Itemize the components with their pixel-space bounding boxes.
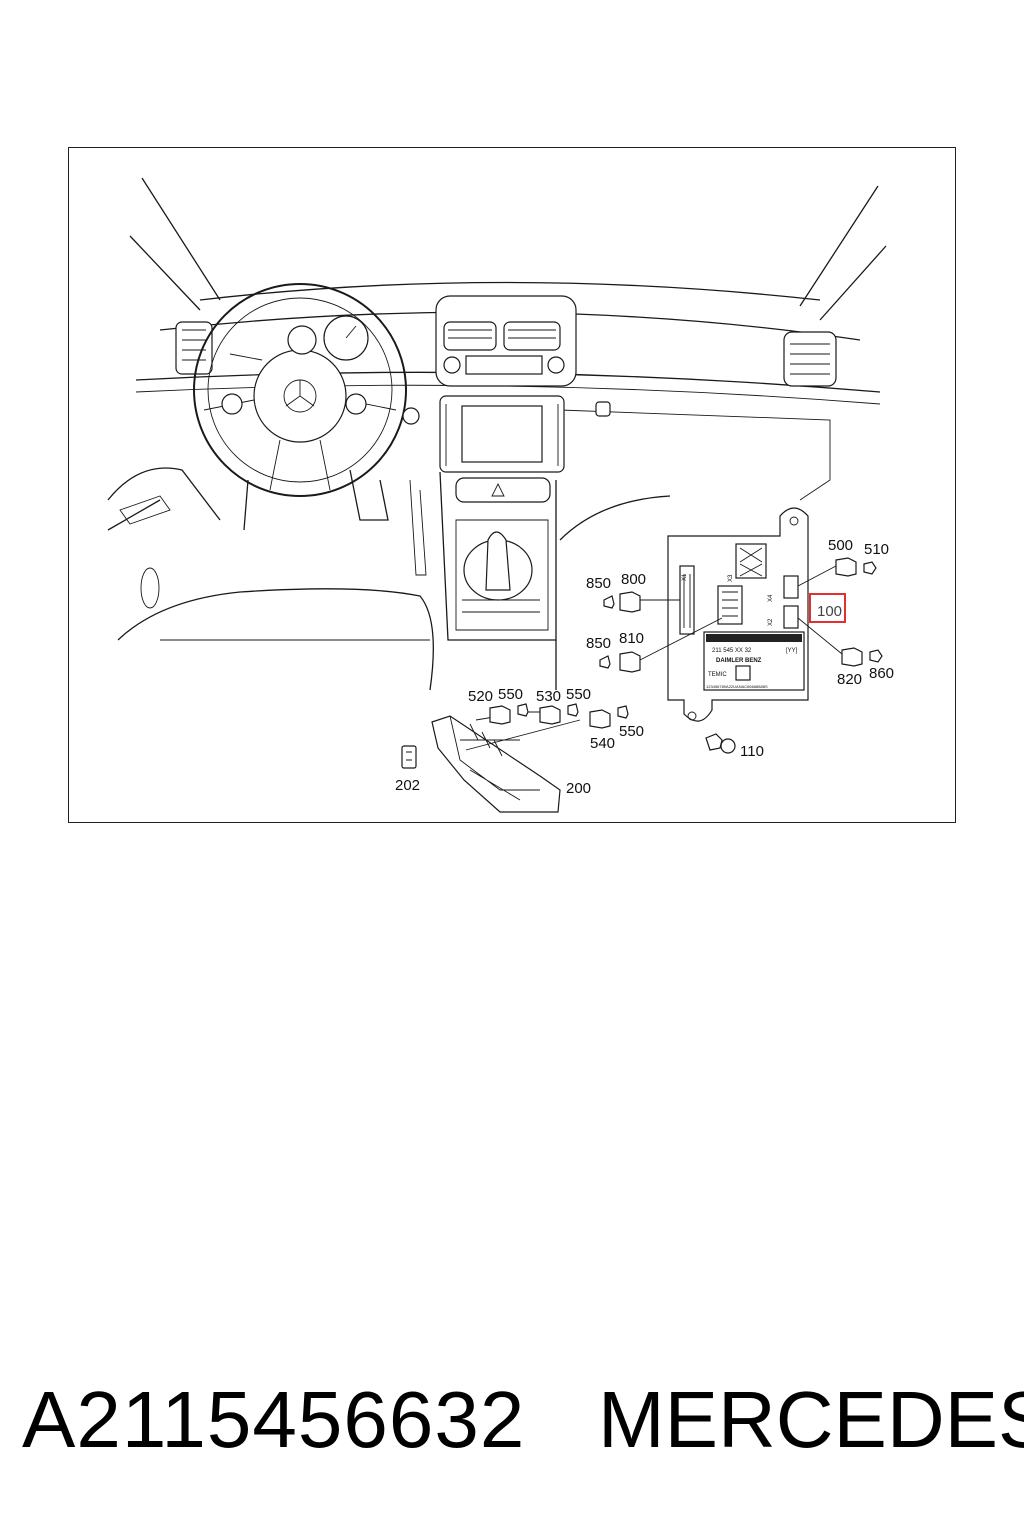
callout-520: 520	[468, 688, 493, 705]
callout-labels: 100 110 200 202 500 510 520 530 540 550 …	[395, 537, 894, 797]
callout-500: 500	[828, 537, 853, 554]
callout-510: 510	[864, 541, 889, 558]
callout-850-b: 850	[586, 635, 611, 652]
callout-100: 100	[817, 603, 842, 620]
connector-tag-x1: X1	[682, 573, 688, 581]
callout-550-a: 550	[498, 686, 523, 703]
brand-name: MERCEDES	[598, 1375, 1024, 1464]
highlight-box-100	[809, 593, 846, 623]
callout-550-b: 550	[566, 686, 591, 703]
callout-110: 110	[740, 743, 764, 760]
connector-tag-x4: X4	[768, 594, 774, 602]
module-supplier: TEMIC	[708, 672, 727, 678]
callout-200: 200	[566, 780, 591, 797]
module-maker: DAIMLER BENZ	[716, 658, 762, 664]
callout-540: 540	[590, 735, 615, 752]
part-number: A2115456632	[22, 1375, 526, 1464]
connector-tags: X1 X4 X3 X2	[682, 573, 774, 626]
module-barcode-text: 123456789A22UANAC66668888S	[706, 684, 768, 689]
module-code: 211 545 XX 32	[712, 648, 752, 654]
dashboard-illustration	[107, 177, 887, 691]
callout-202: 202	[395, 777, 420, 794]
callout-530: 530	[536, 688, 561, 705]
connector-tag-x2: X2	[768, 618, 774, 626]
callout-800: 800	[621, 571, 646, 588]
callout-820: 820	[837, 671, 862, 688]
connector-parts	[401, 557, 883, 813]
module-variant: [YY]	[786, 648, 798, 654]
control-module	[667, 507, 809, 722]
module-label-text: 211 545 XX 32 [YY] DAIMLER BENZ TEMIC 12…	[706, 648, 798, 689]
callout-810: 810	[619, 630, 644, 647]
callout-860: 860	[869, 665, 894, 682]
callout-850-a: 850	[586, 575, 611, 592]
callout-550-c: 550	[619, 723, 644, 740]
connector-tag-x3: X3	[728, 574, 734, 582]
